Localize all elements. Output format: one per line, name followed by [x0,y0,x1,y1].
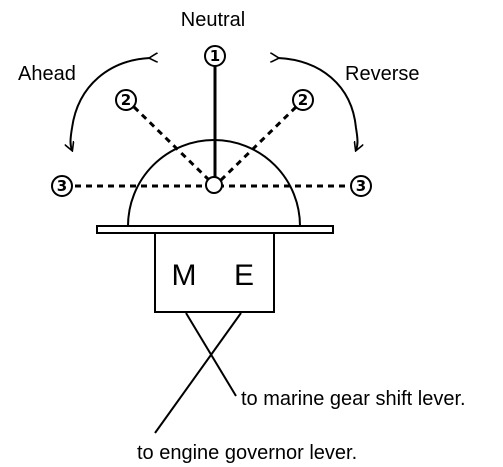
position-3-marker-right: 3 [350,175,372,197]
ahead-label: Ahead [18,63,76,85]
lever-reverse-line [219,105,298,182]
box-letter-e: E [234,259,254,292]
reverse-label: Reverse [345,63,419,85]
position-1-marker: 1 [204,45,226,67]
control-box [154,232,275,313]
lever-pivot [205,176,223,194]
box-letter-m: M [172,259,197,292]
ahead-arrow [71,58,151,150]
position-2-number-left: 2 [121,91,131,109]
reverse-arrow [278,58,358,150]
neutral-label: Neutral [181,9,245,31]
position-2-number-right: 2 [298,91,308,109]
position-2-marker-left: 2 [115,89,137,111]
marine-gear-label: to marine gear shift lever. [241,388,466,410]
engine-governor-cable [154,312,242,434]
position-3-number-right: 3 [356,177,366,195]
mounting-plate [96,225,334,234]
position-2-marker-right: 2 [292,89,314,111]
position-1-number: 1 [210,47,220,65]
engine-governor-label: to engine governor lever. [137,442,357,464]
lever-ahead-line [132,105,211,182]
position-3-marker-left: 3 [51,175,73,197]
position-3-number-left: 3 [57,177,67,195]
